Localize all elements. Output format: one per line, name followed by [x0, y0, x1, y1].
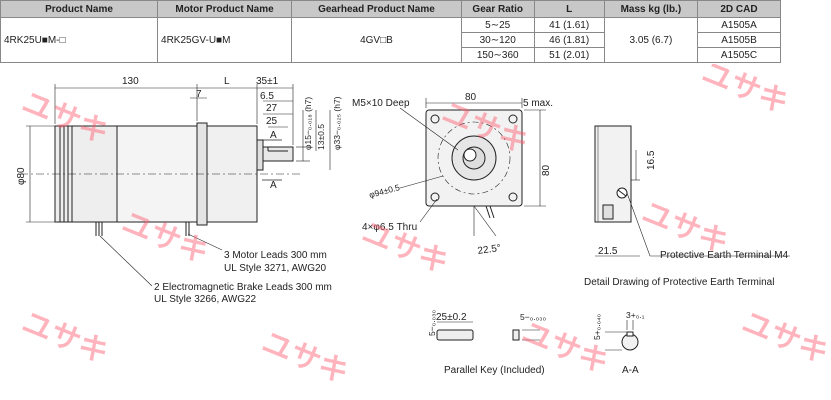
- parallel-key-title: Parallel Key (Included): [444, 365, 545, 376]
- spec-table: Product Name Motor Product Name Gearhead…: [0, 0, 782, 63]
- parallel-key-top: [436, 329, 474, 341]
- holes-label: 4×φ6.5 Thru: [362, 222, 417, 233]
- m5-deep-label: M5×10 Deep: [352, 98, 410, 109]
- table-header-row: Product Name Motor Product Name Gearhead…: [0, 0, 782, 18]
- cell-2d-cad-link[interactable]: A1505C: [696, 47, 782, 63]
- front-dim-80-side: 80: [541, 164, 552, 176]
- dimension-drawing: 130 L 35±1 7 6.5 27 25 A A φ80 φ15−₀.₀₁₈…: [16, 64, 831, 391]
- key-dim-5c: 5+₀.₀₄₀: [592, 313, 602, 340]
- dim-5-max: 5 max.: [523, 98, 553, 109]
- section-mark-a-bottom: A: [270, 180, 277, 191]
- brake-leads-label: 2 Electromagnetic Brake Leads 300 mm: [154, 282, 332, 293]
- dim-7: 7: [196, 89, 202, 100]
- header-motor-product-name: Motor Product Name: [157, 0, 293, 18]
- header-product-name: Product Name: [0, 0, 159, 18]
- motor-leads: [95, 222, 190, 236]
- cell-2d-cad-link[interactable]: A1505B: [696, 32, 782, 48]
- key-dim-5b: 5−₀.₀₃₀: [520, 312, 547, 322]
- boss: [256, 139, 264, 171]
- motor-leads-label: 3 Motor Leads 300 mm: [224, 250, 327, 261]
- pe-detail-title: Detail Drawing of Protective Earth Termi…: [584, 277, 774, 288]
- dim-130: 130: [122, 76, 139, 87]
- watermark-text: ユサキ: [697, 64, 794, 121]
- dim-l: L: [224, 76, 230, 87]
- cell-2d-cad-link[interactable]: A1505A: [696, 17, 782, 33]
- key-dim-3: 3+₀.₁: [626, 310, 645, 320]
- parallel-key-end: [512, 329, 520, 341]
- header-gearhead-product-name: Gearhead Product Name: [291, 0, 462, 18]
- shaft-diameter: φ15−₀.₀₁₈ (h7): [303, 97, 313, 150]
- dim-phi80: φ80: [16, 167, 27, 185]
- header-mass: Mass kg (lb.): [603, 0, 698, 18]
- cell-mass: 3.05 (6.7): [603, 17, 698, 63]
- dim-25: 25: [266, 116, 278, 127]
- motor-leads-spec: UL Style 3271, AWG20: [224, 263, 327, 274]
- dim-27: 27: [266, 103, 278, 114]
- header-2d-cad: 2D CAD: [696, 0, 782, 18]
- brake-leads-spec: UL Style 3266, AWG22: [154, 294, 257, 305]
- section-aa-title: A-A: [622, 365, 639, 376]
- table-row: 150∼360 51 (2.01) A1505C: [1, 47, 782, 63]
- boss-diameter: φ33−₀.₀₂₅ (h7): [332, 96, 342, 150]
- dim-13: 13±0.5: [316, 124, 326, 150]
- dim-phi94: φ94±0.5: [368, 182, 401, 200]
- angle-label: 22.5°: [477, 243, 502, 257]
- dim-16-5: 16.5: [646, 150, 657, 170]
- cell-gearhead-product-name: 4GV□B: [291, 17, 462, 63]
- key-dim-25: 25±0.2: [436, 312, 467, 323]
- front-dim-80-top: 80: [465, 92, 477, 103]
- watermark-text: ユサキ: [257, 325, 354, 391]
- watermark-text: ユサキ: [17, 305, 114, 371]
- table-row: 4RK25U■M-□ 4RK25GV-U■M 4GV□B 5∼25 41 (1.…: [0, 17, 782, 63]
- watermark: ユサキ ユサキ ユサキ ユサキ ユサキ ユサキ ユサキ ユサキ ユサキ ユサキ …: [17, 64, 831, 391]
- cell-l: 41 (1.61): [533, 17, 605, 33]
- header-l: L: [533, 0, 605, 18]
- pe-terminal-label: Protective Earth Terminal M4: [660, 250, 789, 261]
- cell-gear-ratio: 5∼25: [460, 17, 535, 33]
- header-gear-ratio: Gear Ratio: [460, 0, 535, 18]
- cell-gear-ratio: 150∼360: [460, 47, 535, 63]
- cell-motor-product-name: 4RK25GV-U■M: [157, 17, 293, 63]
- watermark-text: ユサキ: [737, 305, 831, 371]
- section-mark-a-top: A: [270, 130, 277, 141]
- cell-gear-ratio: 30∼120: [460, 32, 535, 48]
- dim-35: 35±1: [256, 76, 279, 87]
- cell-l: 51 (2.01): [533, 47, 605, 63]
- cell-product-name: 4RK25U■M-□: [0, 17, 159, 63]
- dim-6-5: 6.5: [260, 91, 274, 102]
- cell-l: 46 (1.81): [533, 32, 605, 48]
- dim-21-5: 21.5: [598, 246, 618, 257]
- key-dim-5a: 5−₀.₀₃₀: [427, 309, 437, 336]
